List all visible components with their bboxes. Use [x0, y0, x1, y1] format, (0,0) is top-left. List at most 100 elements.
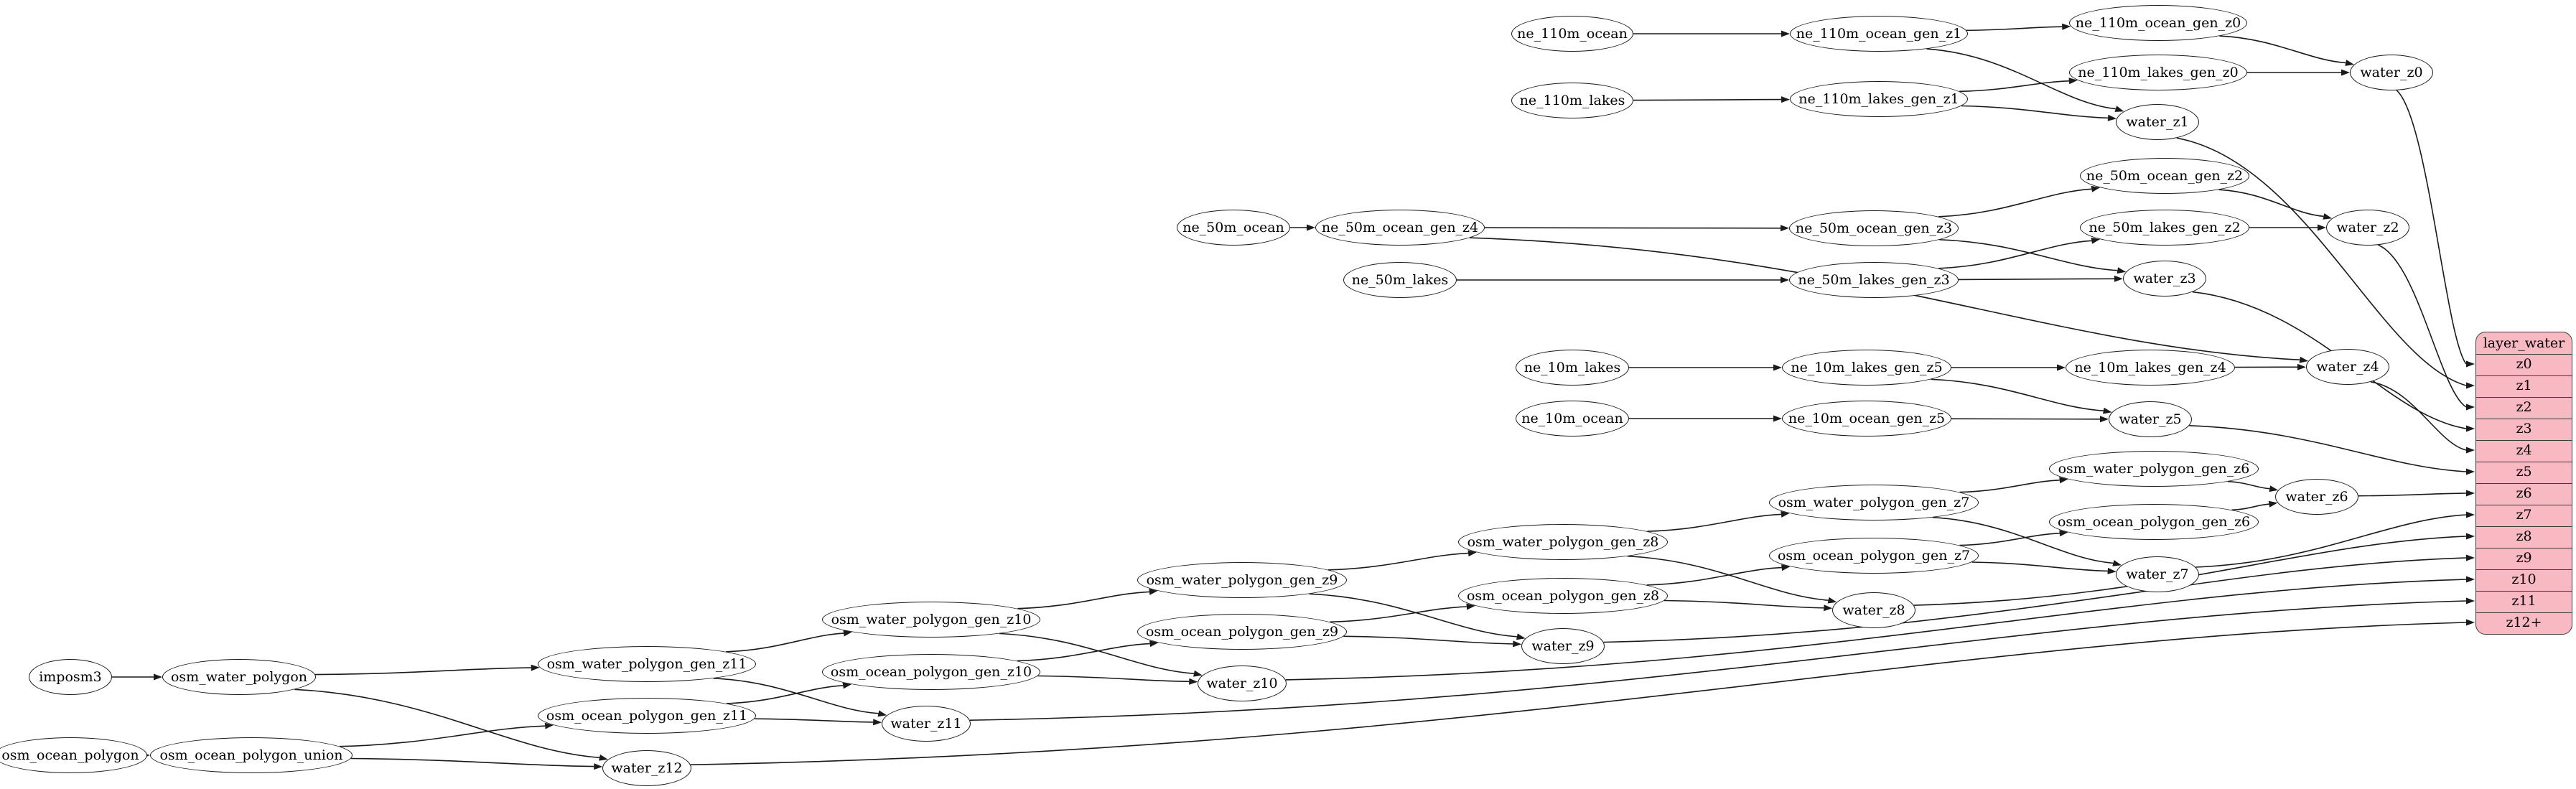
node-water_z2: water_z2 — [2326, 210, 2409, 246]
edge-water_z2-to-layer_water:z2 — [2378, 244, 2467, 408]
record-row-z11: z11 — [2476, 591, 2572, 612]
edge-osm_ocean_polygon_gen_z11-to-osm_ocean_polygon_gen_z10 — [726, 685, 844, 704]
node-osm_water_polygon_gen_z8: osm_water_polygon_gen_z8 — [1458, 524, 1668, 560]
edge-ne_110m_ocean_gen_z1-to-water_z1 — [1926, 48, 2116, 110]
arrowhead-ne_50m_lakes_gen_z3-to-ne_50m_lakes_gen_z2 — [2091, 237, 2101, 244]
node-ne_10m_ocean_gen_z5: ne_10m_ocean_gen_z5 — [1782, 401, 1951, 436]
node-osm_ocean_polygon_gen_z11: osm_ocean_polygon_gen_z11 — [538, 698, 756, 734]
node-ne_110m_lakes_gen_z1: ne_110m_lakes_gen_z1 — [1790, 81, 1968, 117]
edge-osm_ocean_polygon_gen_z7-to-water_z7 — [1971, 561, 2108, 572]
node-label: ne_10m_ocean — [1521, 411, 1623, 426]
record-row-z4: z4 — [2476, 440, 2572, 462]
arrowhead-osm_water_polygon-to-osm_water_polygon_gen_z11 — [531, 664, 540, 671]
record-row-z6: z6 — [2476, 483, 2572, 505]
node-label: osm_water_polygon_gen_z8 — [1467, 534, 1659, 550]
arrowhead-osm_ocean_polygon_gen_z7-to-osm_ocean_polygon_gen_z6 — [2059, 530, 2068, 537]
node-label: ne_50m_lakes — [1351, 272, 1449, 288]
edge-water_z9-to-layer_water:z9 — [1603, 557, 2467, 643]
edge-ne_110m_ocean_gen_z1-to-ne_110m_ocean_gen_z0 — [1966, 26, 2063, 32]
node-label: ne_10m_ocean_gen_z5 — [1788, 411, 1946, 426]
record-row-z0: z0 — [2476, 354, 2572, 375]
edge-ne_50m_ocean_gen_z4-to-water_z4 — [1469, 237, 2300, 360]
node-label: osm_ocean_polygon_gen_z6 — [2057, 514, 2251, 530]
arrowhead-osm_ocean_polygon_gen_z6-to-water_z6 — [2268, 500, 2278, 508]
arrowhead-osm_water_polygon_gen_z8-to-osm_water_polygon_gen_z7 — [1781, 510, 1790, 518]
node-label: ne_110m_ocean_gen_z0 — [2075, 15, 2241, 31]
node-ne_10m_ocean: ne_10m_ocean — [1516, 401, 1629, 436]
edge-water_z8-to-layer_water:z8 — [1913, 536, 2467, 606]
edge-water_z6-to-layer_water:z6 — [2358, 492, 2467, 497]
edge-ne_110m_ocean_gen_z0-to-water_z0 — [2219, 35, 2346, 64]
record-row-z10: z10 — [2476, 569, 2572, 591]
arrowhead-ne_110m_lakes_gen_z1-to-water_z1 — [2107, 114, 2117, 121]
arrowhead-imposm3-to-osm_water_polygon — [154, 673, 162, 681]
record-row-z2: z2 — [2476, 397, 2572, 419]
node-label: ne_110m_ocean — [1517, 26, 1628, 42]
node-osm_water_polygon_gen_z6: osm_water_polygon_gen_z6 — [2049, 451, 2259, 487]
arrowhead-ne_110m_lakes_gen_z1-to-ne_110m_lakes_gen_z0 — [2068, 78, 2078, 85]
node-label: water_z10 — [1206, 676, 1278, 691]
node-water_z12: water_z12 — [602, 750, 691, 786]
edge-osm_water_polygon_gen_z10-to-osm_water_polygon_gen_z9 — [1017, 591, 1149, 610]
node-ne_50m_lakes_gen_z3: ne_50m_lakes_gen_z3 — [1789, 262, 1959, 298]
node-ne_10m_lakes: ne_10m_lakes — [1516, 350, 1629, 386]
node-label: osm_ocean_polygon_gen_z10 — [830, 664, 1032, 680]
node-water_z3: water_z3 — [2123, 261, 2206, 297]
node-osm_ocean_polygon_gen_z7: osm_ocean_polygon_gen_z7 — [1769, 538, 1979, 574]
edge-osm_ocean_polygon_gen_z11-to-water_z11 — [754, 718, 874, 723]
node-label: ne_10m_lakes_gen_z4 — [2074, 360, 2226, 375]
arrowhead-ne_110m_ocean-to-ne_110m_ocean_gen_z1 — [1781, 30, 1790, 37]
node-label: ne_10m_lakes_gen_z5 — [1791, 360, 1943, 375]
edge-osm_ocean_polygon_gen_z6-to-water_z6 — [2231, 503, 2269, 511]
edge-osm_ocean_polygon_gen_z9-to-osm_ocean_polygon_gen_z8 — [1330, 606, 1467, 623]
node-label: ne_50m_ocean_gen_z2 — [2086, 168, 2244, 184]
arrowhead-osm_water_polygon_gen_z9-to-water_z9 — [1516, 633, 1526, 640]
edge-osm_water_polygon_gen_z9-to-osm_water_polygon_gen_z8 — [1327, 552, 1469, 571]
node-water_z4: water_z4 — [2306, 349, 2389, 385]
arrowhead-osm_ocean_polygon_gen_z11-to-water_z11 — [873, 719, 882, 726]
node-osm_ocean_polygon_gen_z6: osm_ocean_polygon_gen_z6 — [2049, 504, 2259, 540]
edge-osm_water_polygon-to-osm_water_polygon_gen_z11 — [314, 667, 531, 676]
node-water_z7: water_z7 — [2116, 556, 2199, 592]
node-label: water_z2 — [2336, 220, 2399, 235]
arrowhead-water_z9-to-layer_water:z9 — [2466, 554, 2475, 561]
arrowhead-water_z4-to-layer_water:z4 — [2466, 447, 2475, 454]
arrowhead-water_z8-to-layer_water:z8 — [2466, 533, 2475, 540]
arrowhead-water_z12-to-layer_water:z12+ — [2466, 619, 2475, 626]
arrowhead-ne_110m_ocean_gen_z1-to-water_z1 — [2114, 106, 2124, 112]
arrowhead-osm_ocean_polygon_gen_z7-to-water_z7 — [2107, 567, 2117, 574]
record-row-z1: z1 — [2476, 375, 2572, 397]
edge-water_z5-to-layer_water:z5 — [2189, 425, 2467, 472]
node-ne_50m_lakes_gen_z2: ne_50m_lakes_gen_z2 — [2080, 210, 2249, 246]
node-label: osm_ocean_polygon_union — [159, 747, 343, 763]
node-osm_water_polygon: osm_water_polygon — [162, 659, 316, 695]
edge-water_z11-to-layer_water:z11 — [969, 600, 2467, 721]
edge-osm_water_polygon-to-water_z12 — [294, 688, 600, 759]
arrowhead-ne_10m_lakes_gen_z5-to-water_z5 — [2103, 407, 2112, 414]
edge-osm_water_polygon_gen_z11-to-osm_water_polygon_gen_z10 — [726, 632, 844, 653]
node-label: ne_50m_ocean — [1182, 220, 1284, 235]
node-label: ne_110m_lakes_gen_z1 — [1798, 91, 1959, 107]
edge-osm_ocean_polygon_union-to-water_z12 — [350, 757, 594, 767]
arrowhead-osm_ocean_polygon_gen_z10-to-water_z10 — [1189, 678, 1198, 685]
node-label: ne_110m_lakes — [1519, 93, 1625, 108]
edge-ne_50m_ocean_gen_z3-to-water_z3 — [1939, 239, 2118, 271]
arrowhead-water_z10-to-layer_water:z10 — [2466, 576, 2475, 583]
node-osm_ocean_polygon_gen_z9: osm_ocean_polygon_gen_z9 — [1137, 614, 1347, 650]
arrowhead-ne_10m_lakes_gen_z5-to-ne_10m_lakes_gen_z4 — [2057, 364, 2066, 371]
edge-ne_50m_ocean_gen_z2-to-water_z2 — [2218, 189, 2324, 218]
node-label: water_z0 — [2360, 65, 2423, 80]
record-title: layer_water — [2483, 335, 2565, 351]
node-ne_10m_lakes_gen_z5: ne_10m_lakes_gen_z5 — [1782, 350, 1951, 386]
arrowhead-water_z2-to-layer_water:z2 — [2466, 403, 2475, 411]
edge-osm_water_polygon_gen_z8-to-water_z8 — [1627, 555, 1829, 601]
arrowhead-ne_50m_ocean_gen_z3-to-ne_50m_ocean_gen_z2 — [2091, 185, 2101, 192]
node-osm_ocean_polygon: osm_ocean_polygon — [0, 737, 147, 773]
node-label: osm_ocean_polygon_gen_z11 — [546, 708, 748, 724]
record-row-z5: z5 — [2476, 462, 2572, 483]
node-water_z5: water_z5 — [2109, 401, 2192, 437]
record-row-z7: z7 — [2476, 505, 2572, 526]
edge-osm_water_polygon_gen_z7-to-water_z7 — [1932, 516, 2114, 564]
node-water_z9: water_z9 — [1521, 628, 1605, 664]
arrowhead-water_z6-to-layer_water:z6 — [2466, 490, 2475, 497]
